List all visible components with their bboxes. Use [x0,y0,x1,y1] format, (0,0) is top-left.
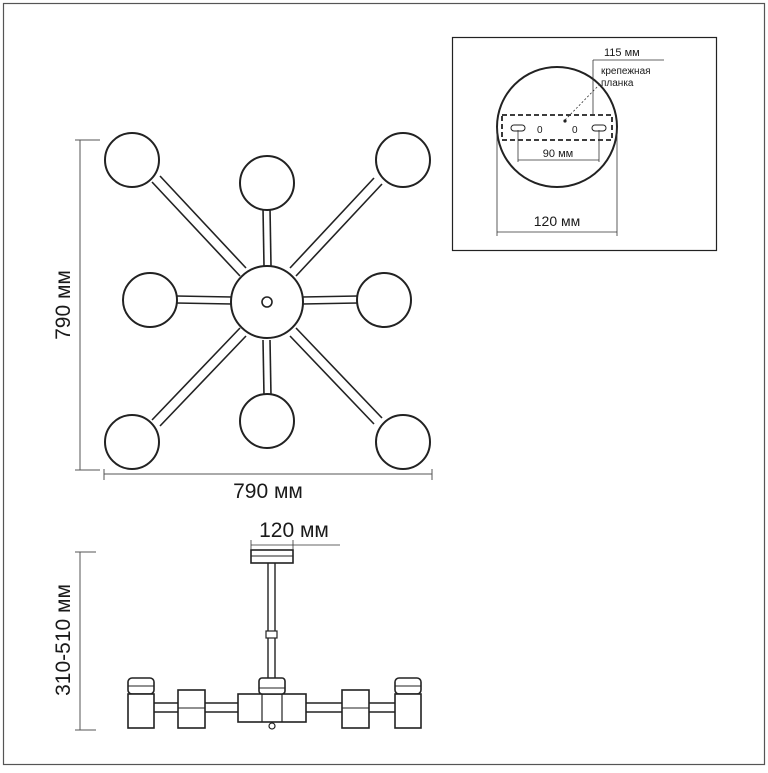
shade-top-right [375,132,431,188]
plate-length-leader [592,59,664,116]
hub-screw [261,296,273,308]
side-hub [237,693,307,723]
height-dimension [75,139,100,471]
canopy-diameter-label: 120 мм [534,213,581,229]
arms [151,175,383,427]
canopy-dimension [250,540,340,550]
hole-label-left: 0 [537,125,543,136]
shade-top-center [239,155,295,211]
height-range-dimension [75,551,96,731]
plate-name-line1: крепежная [601,66,651,77]
side-shade-left-outer [127,693,155,729]
shade-bottom-center [239,393,295,449]
suspension-rod [267,563,276,678]
hole-spacing-dimension [517,130,600,162]
detail-frame [451,36,718,252]
side-center-socket [258,677,286,695]
plate-name-line2: планка [601,78,634,89]
shade-bottom-left [104,414,160,470]
rod-coupling [265,630,278,639]
side-shade-left-inner [177,689,206,729]
shade-bottom-right [375,414,431,470]
plate-name-leader [564,83,601,121]
height-label: 790 мм [52,270,75,340]
mounting-bar [501,114,613,141]
mount-detail: 0 0 115 мм крепежная планка 90 мм 120 мм [451,36,718,252]
side-shade-right-outer [394,693,422,729]
width-label: 790 мм [233,480,303,503]
shade-mid-left [122,272,178,328]
bar-center-dot [563,119,567,123]
height-range-label: 310-510 мм [52,584,75,696]
hole-label-right: 0 [572,125,578,136]
shade-top-left [104,132,160,188]
plate-length-label: 115 мм [604,47,640,59]
canopy-diameter-dimension [496,127,618,236]
hole-spacing-label: 90 мм [543,148,573,160]
shade-mid-right [356,272,412,328]
canopy-label: 120 мм [259,519,329,542]
top-view: 790 мм 790 мм [52,132,433,503]
side-shade-right-inner [341,689,370,729]
side-bottom-screw [268,722,276,730]
width-dimension [103,469,433,480]
side-view: 120 мм [52,519,422,731]
